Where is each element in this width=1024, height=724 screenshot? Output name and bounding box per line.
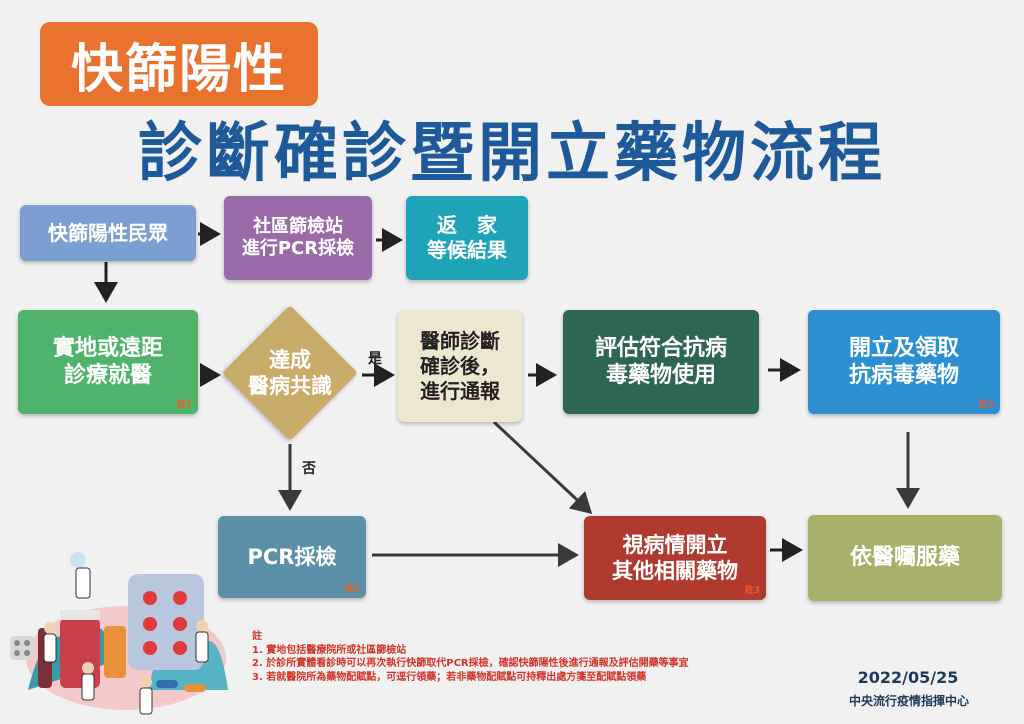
box-evaluate-line-1: 評估符合抗病: [594, 335, 727, 361]
box-consensus-line-1: 達成: [269, 347, 311, 372]
label-yes: 是: [368, 351, 382, 367]
footnote-3: 3. 若就醫院所為藥物配賦點，可逕行領藥；若非藥物配賦點可持釋出處方箋至配賦點領…: [252, 671, 647, 683]
box-prescribe-line-2: 抗病毒藥物: [848, 363, 959, 388]
box-clinic-note: 註1: [176, 399, 192, 410]
arrow-doctor-to-other-meds: [492, 420, 593, 515]
box-pcr-station-line-2: 進行PCR採檢: [241, 238, 355, 259]
box-pcr-station: 社區篩檢站進行PCR採檢: [224, 196, 372, 280]
issue-date: 2022/05/25: [857, 668, 959, 687]
box-doctor-diag-line-3: 進行通報: [420, 378, 500, 403]
box-other-meds-line-2: 其他相關藥物: [612, 559, 738, 583]
label-no: 否: [302, 461, 316, 477]
box-prescribe-line-1: 開立及領取: [848, 335, 959, 361]
box-prescribe-note: 註3: [978, 399, 994, 410]
footnotes: 註 1. 實地包括醫療院所或社區篩檢站 2. 於診所實體看診時可以再次執行快篩取…: [252, 630, 812, 684]
box-other-meds-line-1: 視病情開立: [622, 532, 728, 557]
box-pcr-test: PCR採檢註2: [218, 516, 366, 598]
footnote-1: 1. 實地包括醫療院所或社區篩檢站: [252, 644, 407, 656]
issuing-organization: 中央流行疫情指揮中心: [848, 694, 969, 708]
box-evaluate-line-2: 毒藥物使用: [605, 363, 716, 388]
box-start-line-1: 快篩陽性民眾: [48, 220, 168, 245]
box-other-meds-note: 註3: [744, 585, 760, 596]
box-go-home-line-1: 返 家: [437, 213, 497, 237]
page-title: 診斷確診暨開立藥物流程: [138, 117, 886, 191]
box-doctor-diag-line-2: 確診後，: [420, 353, 500, 378]
box-evaluate: 評估符合抗病毒藥物使用: [563, 310, 759, 414]
box-doctor-diagnosis: 醫師診斷確診後，進行通報: [398, 310, 522, 422]
box-follow-prescription: 依醫囑服藥: [808, 515, 1002, 601]
box-follow-line-1: 依醫囑服藥: [849, 545, 960, 571]
box-pcr-station-line-1: 社區篩檢站: [253, 215, 343, 237]
footnote-2: 2. 於診所實體看診時可以再次執行快篩取代PCR採檢，確認快篩陽性後進行通報及評…: [252, 658, 689, 669]
box-other-meds: 視病情開立其他相關藥物註3: [584, 516, 766, 600]
box-clinic-line-2: 診療就醫: [63, 363, 152, 388]
box-consensus-line-2: 醫病共識: [248, 374, 332, 398]
box-consensus: 達成醫病共識: [222, 305, 358, 441]
box-pcr-test-line-1: PCR採檢: [247, 544, 337, 569]
box-pcr-test-note: 註2: [344, 583, 360, 594]
box-clinic: 實地或遠距診療就醫註1: [18, 310, 198, 414]
box-start: 快篩陽性民眾: [20, 205, 196, 261]
box-go-home-line-2: 等候結果: [427, 238, 507, 262]
box-doctor-diag-line-1: 醫師診斷: [420, 328, 500, 353]
box-go-home: 返 家等候結果: [406, 196, 528, 280]
box-clinic-line-1: 實地或遠距: [52, 335, 163, 361]
illustration-doctors: [10, 552, 228, 715]
footnotes-heading: 註: [252, 631, 262, 642]
badge: 快篩陽性: [40, 22, 318, 106]
box-prescribe: 開立及領取抗病毒藥物註3: [808, 310, 1000, 414]
